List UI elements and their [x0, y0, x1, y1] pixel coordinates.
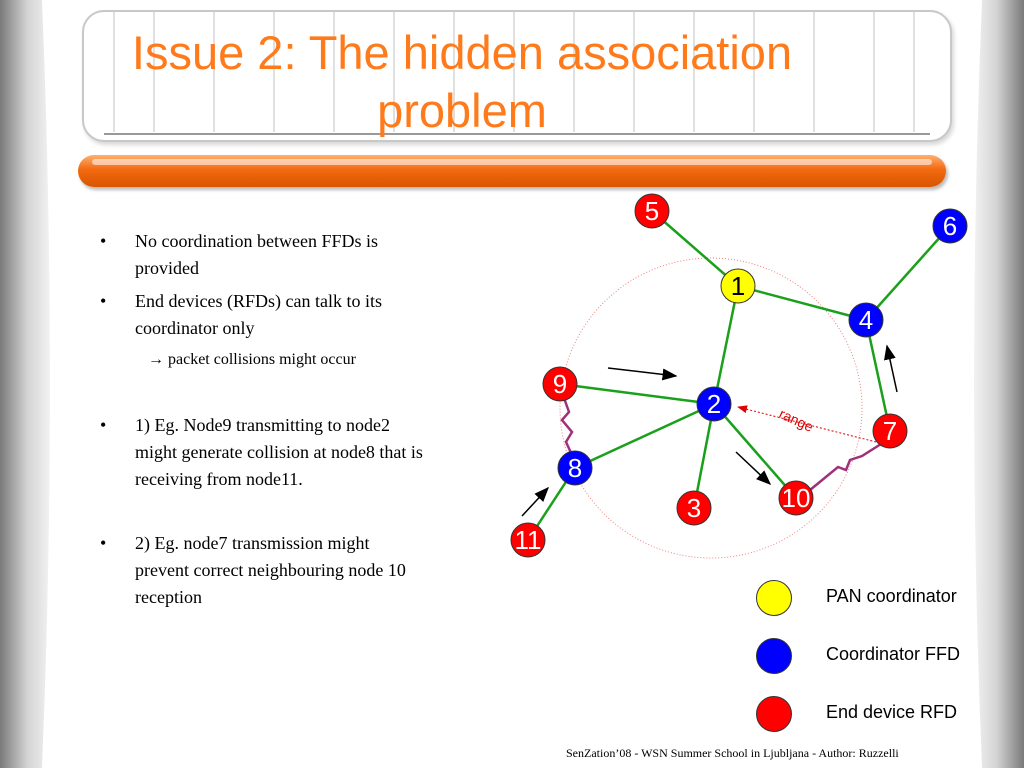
node-10-label: 10: [782, 483, 811, 513]
node-3-circle: [676, 490, 712, 526]
node-7-label: 7: [883, 416, 897, 446]
node-3-label: 3: [687, 493, 701, 523]
bullet-4-line-1: 2) Eg. node7 transmission might: [135, 533, 370, 553]
legend-pan-label: PAN coordinator: [826, 586, 957, 606]
bullet-3-line-3: receiving from node11.: [135, 469, 303, 489]
arrow-11-to-8: [521, 486, 550, 517]
node-11-circle: [510, 522, 546, 558]
bullet-4-line-3: reception: [135, 587, 202, 607]
node-3: 3: [676, 490, 712, 526]
sub-bullet: → packet collisions might occur: [148, 346, 356, 373]
slide-footer: SenZation’08 - WSN Summer School in Ljub…: [566, 746, 899, 760]
interference-line-7-10: [809, 442, 882, 491]
arrow-9-to-2: [607, 367, 678, 381]
bullet-dot: •: [100, 291, 107, 311]
bullet-3-line-1: 1) Eg. Node9 transmitting to node2: [135, 415, 390, 435]
node-10: 10: [778, 480, 814, 516]
node-4-label: 4: [859, 305, 873, 335]
title-grid-decoration: [104, 12, 930, 135]
left-side-panel: [0, 0, 50, 768]
bullet-2-line-2: coordinator only: [135, 318, 255, 338]
link-9-2: [559, 382, 715, 406]
node-2-circle: [696, 386, 732, 422]
link-2-10: [713, 403, 797, 499]
links-group: [526, 210, 951, 541]
nodes-group: 5 6 1 4 9 2 7 8 10 3 11: [510, 193, 968, 558]
node-7-circle: [872, 413, 908, 449]
node-2-label: 2: [707, 389, 721, 419]
bullet-4-line-2: prevent correct neighbouring node 10: [135, 560, 406, 580]
title-line-1: Issue 2: The hidden association: [131, 26, 793, 79]
node-6-circle: [932, 208, 968, 244]
node-9-circle: [542, 366, 578, 402]
legend-rfd-label: End device RFD: [826, 702, 958, 722]
bullet-dot: •: [100, 231, 107, 251]
legend-rfd-dot: [756, 696, 792, 732]
legend-ffd-label: Coordinator FFD: [826, 644, 961, 664]
arrow-7-to-4: [884, 344, 898, 393]
node-4-circle: [848, 302, 884, 338]
node-5-circle: [634, 193, 670, 229]
node-8-label: 8: [568, 453, 582, 483]
bullet-2-line-1: End devices (RFDs) can talk to its: [135, 291, 382, 311]
bullet-dot: •: [100, 415, 107, 435]
range-label: range: [777, 405, 816, 435]
link-1-2: [712, 285, 740, 405]
arrow-right-icon: →: [148, 351, 164, 368]
node-6-label: 6: [943, 211, 957, 241]
bullet-3-line-2: might generate collision at node8 that i…: [135, 442, 423, 462]
bullet-dot: •: [100, 533, 107, 553]
arrow-2-to-10: [735, 451, 772, 486]
link-5-1: [651, 210, 739, 287]
range-arrow: [737, 405, 881, 444]
node-11-label: 11: [515, 525, 542, 555]
node-6: 6: [932, 208, 968, 244]
node-1-circle: [720, 268, 756, 304]
node-9-label: 9: [553, 369, 567, 399]
node-8: 8: [557, 450, 593, 486]
node-2: 2: [696, 386, 732, 422]
right-side-panel: [974, 0, 1024, 768]
link-2-3: [692, 403, 716, 509]
orange-divider-bar: [78, 155, 946, 187]
link-1-4: [737, 284, 867, 322]
node-1: 1: [720, 268, 756, 304]
node-9: 9: [542, 366, 578, 402]
node-11: 11: [510, 522, 546, 558]
slide-title: Issue 2: The hidden association problem: [0, 24, 924, 140]
link-4-6: [865, 225, 951, 321]
link-2-8: [574, 402, 715, 470]
interference-line-9-8: [560, 397, 574, 456]
range-circle: [559, 257, 863, 559]
link-4-7: [864, 319, 892, 432]
node-4: 4: [848, 302, 884, 338]
bullet-1-line-1: No coordination between FFDs is: [135, 231, 378, 251]
node-8-circle: [557, 450, 593, 486]
sub-bullet-text: packet collisions might occur: [168, 351, 356, 368]
legend-pan-dot: [756, 580, 792, 616]
node-5: 5: [634, 193, 670, 229]
title-frame: [82, 10, 952, 142]
node-1-label: 1: [731, 271, 745, 301]
node-10-circle: [778, 480, 814, 516]
bullet-1-line-2: provided: [135, 258, 199, 278]
node-5-label: 5: [645, 196, 659, 226]
node-7: 7: [872, 413, 908, 449]
legend-ffd-dot: [756, 638, 792, 674]
bar-shine: [92, 159, 932, 165]
title-line-2: problem: [377, 84, 547, 137]
